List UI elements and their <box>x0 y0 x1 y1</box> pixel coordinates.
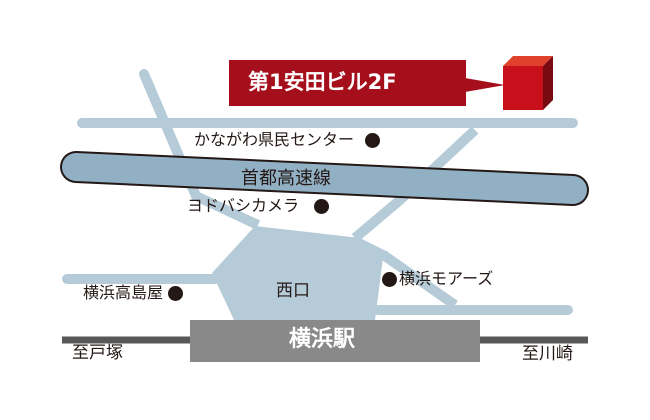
west-exit-plaza <box>212 226 384 320</box>
destination-label: 第1安田ビル2F <box>248 70 397 94</box>
road-right-diag <box>379 249 458 310</box>
expressway-label: 首都高速線 <box>241 168 331 189</box>
expressway-fill <box>62 153 587 204</box>
destination-pointer <box>465 78 505 92</box>
landmark-kanagawa-kenmin-center: かながわ県民センター <box>194 130 381 149</box>
landmark-yodobashi-camera: ヨドバシカメラ <box>187 196 330 215</box>
landmark-name: ヨドバシカメラ <box>187 196 300 215</box>
direction-totsuka: 至戸塚 <box>72 343 123 363</box>
landmark-name: 横浜高島屋 <box>83 283 164 302</box>
building-cube-icon <box>503 56 553 110</box>
direction-kawasaki: 至川崎 <box>522 344 573 364</box>
destination-label-bg <box>229 60 466 106</box>
location-dot-icon <box>314 198 330 214</box>
west-exit-label: 西口 <box>276 281 310 301</box>
location-dot-icon <box>382 271 397 287</box>
landmark-name: かながわ県民センター <box>194 130 355 149</box>
station-label: 横浜駅 <box>289 327 356 352</box>
road-yodobashi <box>193 191 261 230</box>
location-dot-icon <box>168 285 184 301</box>
road-diagonal-right <box>351 126 479 242</box>
landmark-takashimaya: 横浜高島屋 <box>83 283 184 302</box>
landmark-name: 横浜モアーズ <box>399 269 494 288</box>
landmark-mores: 横浜モアーズ <box>382 271 493 287</box>
station-building <box>190 320 480 362</box>
location-dot-icon <box>365 132 381 148</box>
